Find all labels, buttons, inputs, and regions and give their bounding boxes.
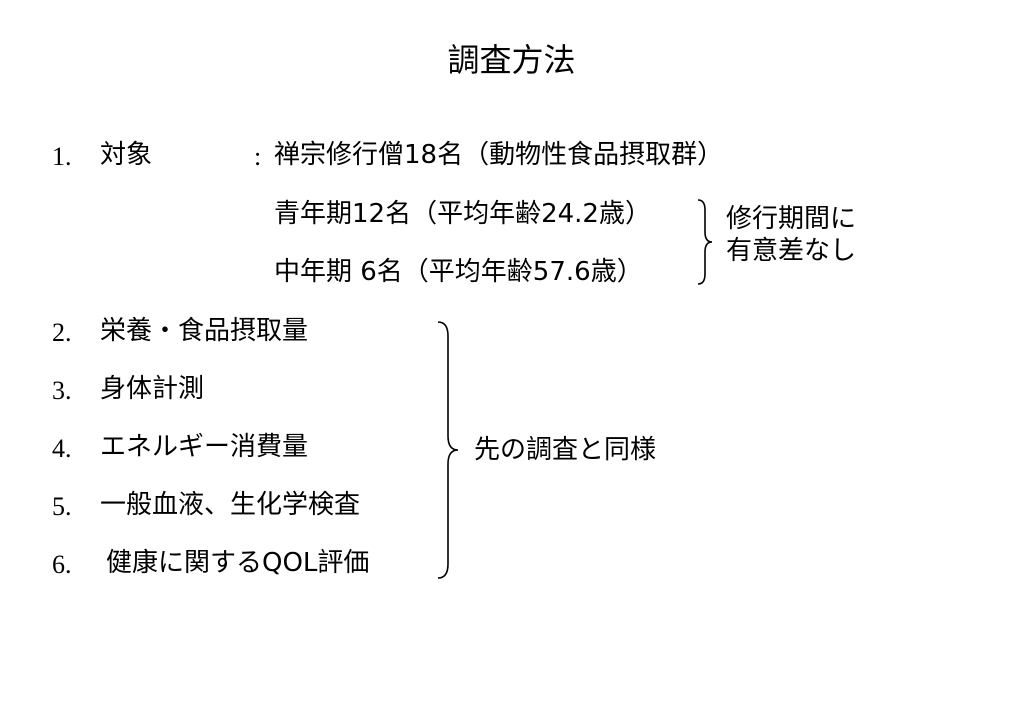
item-label-body-measurement: 身体計測 (100, 374, 205, 404)
item-number-5: 5. (52, 492, 72, 521)
same-as-previous-note: 先の調査と同様 (474, 435, 657, 465)
item-label-subject: 対象 (100, 140, 153, 170)
item-number-2: 2. (52, 318, 72, 347)
same-survey-brace (437, 321, 459, 579)
training-period-note-line1: 修行期間に (726, 204, 857, 234)
item-label-qol: 健康に関するQOL評価 (106, 548, 370, 578)
age-group-brace (697, 199, 713, 285)
page-title: 調査方法 (447, 41, 576, 79)
training-period-note-line2: 有意差なし (726, 236, 857, 266)
item-number-1: 1. (52, 142, 72, 171)
subject-description: 禅宗修行僧18名（動物性食品摂取群） (274, 140, 724, 170)
subject-young-group: 青年期12名（平均年齢24.2歳） (274, 199, 651, 229)
item-label-energy: エネルギー消費量 (100, 432, 309, 462)
item-label-blood-test: 一般血液、生化学検査 (100, 490, 361, 520)
item-number-6: 6. (52, 550, 72, 579)
item-number-3: 3. (52, 376, 72, 405)
item-number-4: 4. (52, 434, 72, 463)
subject-middle-group: 中年期 6名（平均年齢57.6歳） (274, 257, 643, 287)
item-label-nutrition: 栄養・食品摂取量 (100, 316, 309, 346)
subject-colon: : (254, 142, 262, 171)
